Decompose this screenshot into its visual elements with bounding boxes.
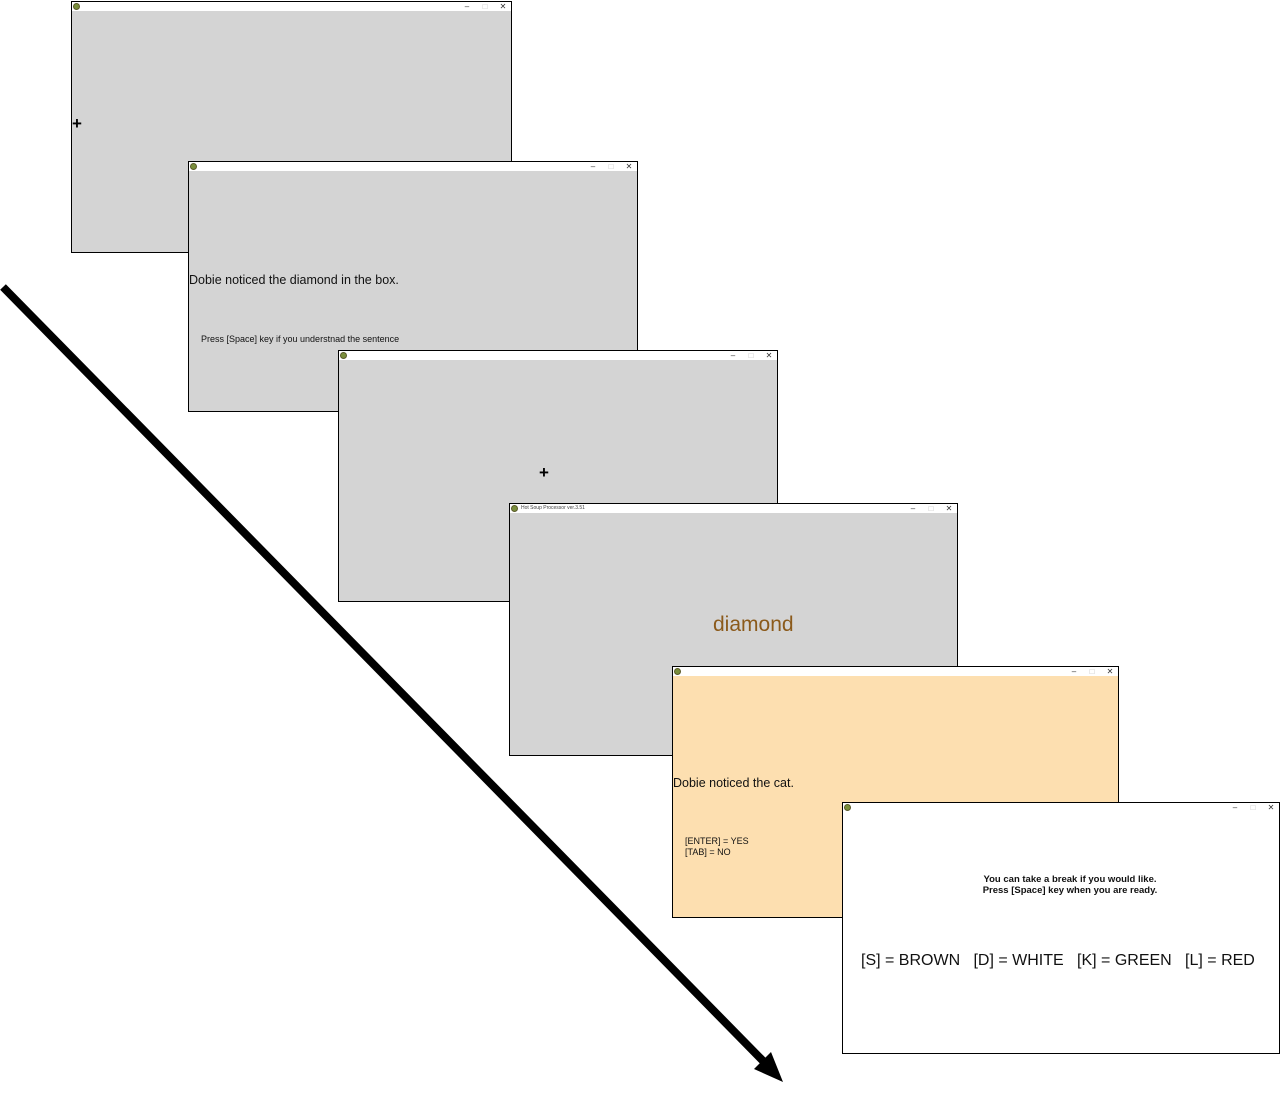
close-icon[interactable]: ✕ bbox=[1267, 803, 1275, 812]
minimize-icon[interactable]: – bbox=[1232, 803, 1238, 812]
option-no: [TAB] = NO bbox=[685, 847, 731, 857]
window-break: – □ ✕ You can take a break if you would … bbox=[842, 802, 1280, 1054]
question-sentence: Dobie noticed the cat. bbox=[673, 776, 794, 790]
maximize-icon[interactable]: □ bbox=[608, 162, 614, 171]
titlebar: – □ ✕ bbox=[189, 162, 637, 171]
close-icon[interactable]: ✕ bbox=[945, 504, 953, 513]
sentence-text: Dobie noticed the diamond in the box. bbox=[189, 273, 399, 287]
app-icon bbox=[511, 505, 518, 512]
close-icon[interactable]: ✕ bbox=[1106, 667, 1114, 676]
maximize-icon[interactable]: □ bbox=[482, 2, 488, 11]
titlebar: – □ ✕ bbox=[72, 2, 511, 11]
maximize-icon[interactable]: □ bbox=[1250, 803, 1256, 812]
minimize-icon[interactable]: – bbox=[1071, 667, 1077, 676]
close-icon[interactable]: ✕ bbox=[499, 2, 507, 11]
maximize-icon[interactable]: □ bbox=[748, 351, 754, 360]
minimize-icon[interactable]: – bbox=[590, 162, 596, 171]
titlebar: – □ ✕ bbox=[843, 803, 1279, 812]
app-icon bbox=[844, 804, 851, 811]
minimize-icon[interactable]: – bbox=[910, 504, 916, 513]
fixation-cross: + bbox=[539, 463, 549, 482]
app-icon bbox=[190, 163, 197, 170]
break-line-1: You can take a break if you would like. bbox=[983, 874, 1157, 885]
fixation-cross: + bbox=[72, 114, 82, 133]
close-icon[interactable]: ✕ bbox=[765, 351, 773, 360]
titlebar: – □ ✕ bbox=[673, 667, 1118, 676]
probe-word: diamond bbox=[713, 613, 794, 636]
option-yes: [ENTER] = YES bbox=[685, 836, 749, 846]
color-key-mapping: [S] = BROWN [D] = WHITE [K] = GREEN [L] … bbox=[861, 952, 1255, 969]
titlebar: – □ ✕ bbox=[339, 351, 777, 360]
app-icon bbox=[73, 3, 80, 10]
app-icon bbox=[340, 352, 347, 359]
maximize-icon[interactable]: □ bbox=[928, 504, 934, 513]
titlebar: Hot Soup Processor ver.3.51 – □ ✕ bbox=[510, 504, 957, 513]
minimize-icon[interactable]: – bbox=[464, 2, 470, 11]
break-line-2: Press [Space] key when you are ready. bbox=[982, 885, 1158, 896]
app-icon bbox=[674, 668, 681, 675]
instruction-text: Press [Space] key if you understnad the … bbox=[201, 334, 400, 344]
close-icon[interactable]: ✕ bbox=[625, 162, 633, 171]
window-title: Hot Soup Processor ver.3.51 bbox=[521, 505, 585, 511]
minimize-icon[interactable]: – bbox=[730, 351, 736, 360]
maximize-icon[interactable]: □ bbox=[1089, 667, 1095, 676]
